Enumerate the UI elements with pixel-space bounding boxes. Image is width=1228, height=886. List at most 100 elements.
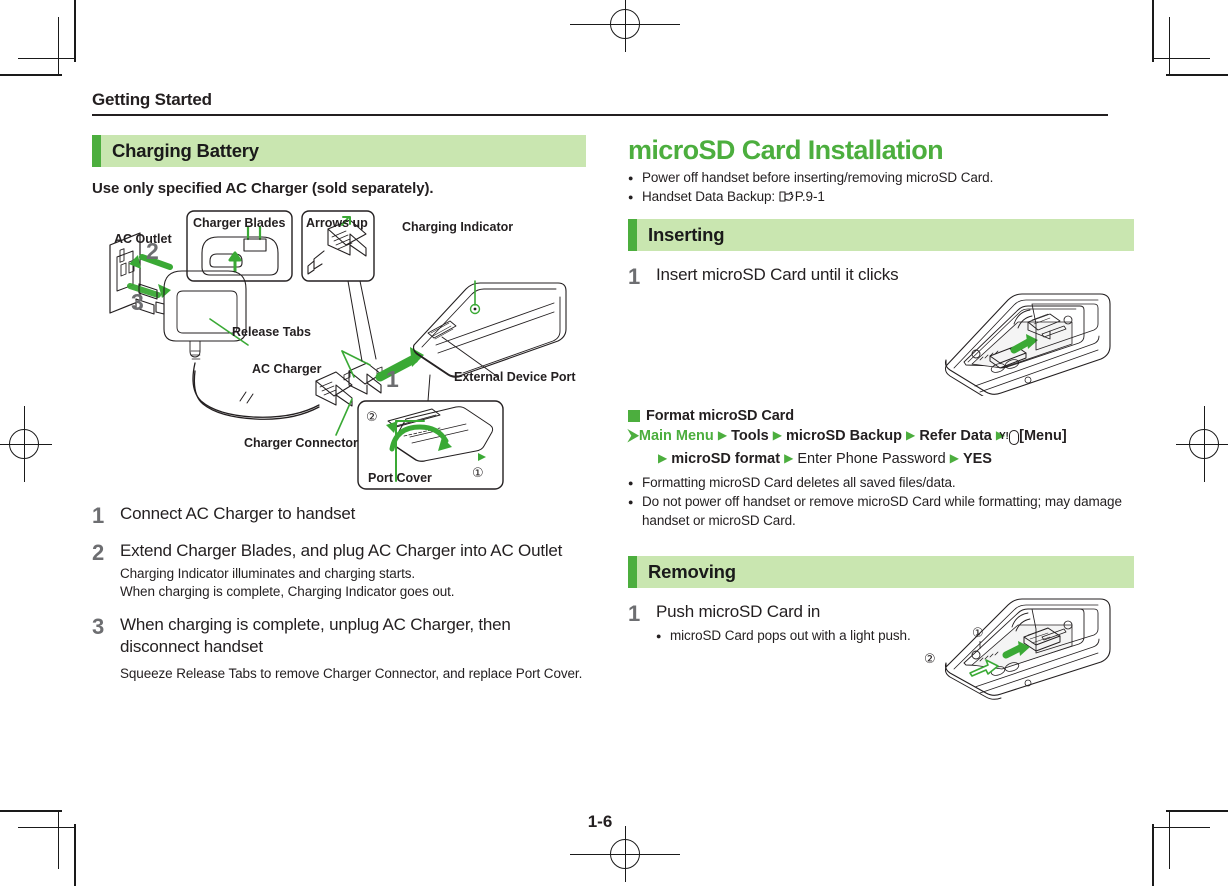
crop-mark-top-left-v [74,0,76,62]
crop-mark-bottom-left-h2 [18,827,76,828]
menu-path-microsd-backup[interactable]: microSD Backup [785,428,903,444]
running-head: Getting Started [92,90,212,109]
step-2-title: Extend Charger Blades, and plug AC Charg… [120,541,563,560]
note-data-backup-text: Handset Data Backup: [642,189,779,204]
menu-path-tools[interactable]: Tools [731,428,769,444]
crop-mark-bottom-left-v [74,824,76,886]
format-note-2: Do not power off handset or remove micro… [628,492,1134,530]
crop-mark-top-right-h2 [1152,58,1210,59]
menu-path-line-2: ▶ microSD format ▶ Enter Phone Password … [628,448,1134,470]
step-3-title: When charging is complete, unplug AC Cha… [120,615,511,656]
diagram-label-ac-outlet: AC Outlet [114,232,172,246]
section-header-inserting: Inserting [628,219,1134,251]
menu-path-arrow-icon: ▶ [784,451,794,465]
section-title-inserting: Inserting [648,224,725,245]
header-rule [92,114,1108,116]
menu-path-menu-key-label: [Menu] [1019,428,1067,444]
section-accent-tick [92,135,101,167]
inserting-illustration-svg [944,293,1111,396]
inserting-step-1-number: 1 [628,264,641,289]
diagram-label-port-cover: Port Cover [368,471,432,485]
crop-mark-bottom-left-v2 [58,811,59,869]
step-3-sub-1: Squeeze Release Tabs to remove Charger C… [120,666,583,681]
diagram-label-external-device-port: External Device Port [454,370,576,384]
diagram-callout-2: 2 [146,238,159,264]
registration-mark-right [1176,406,1228,482]
removing-step-1-title: Push microSD Card in [656,602,821,621]
section-accent-tick-inserting [628,219,637,251]
menu-path-enter-password[interactable]: Enter Phone Password [797,451,946,467]
crop-mark-bottom-right-v2 [1169,811,1170,869]
yahoo-key-icon[interactable]: Y! [999,430,1020,445]
format-microsd-title-row: Format microSD Card [628,408,1134,424]
crop-mark-bottom-left-h [0,810,62,812]
crop-mark-top-right-v2 [1169,17,1170,75]
step-3-number: 3 [92,614,105,639]
section-header-charging-battery: Charging Battery [92,135,586,167]
page-title: microSD Card Installation [628,135,944,165]
format-microsd-block: Format microSD Card ⮞Main Menu ▶ Tools ▶… [628,408,1134,530]
step-2-sub-2: When charging is complete, Charging Indi… [120,584,455,599]
diagram-circled-1: ① [472,466,484,481]
menu-path-yes[interactable]: YES [962,451,992,467]
menu-path-refer-data[interactable]: Refer Data [919,428,992,444]
section-accent-tick-removing [628,556,637,588]
charging-steps: 1 Connect AC Charger to handset 2 Extend… [92,503,586,683]
note-power-off: Power off handset before inserting/remov… [628,168,1134,188]
diagram-label-arrows-up: Arrows up [306,216,368,230]
inserting-step-1-title: Insert microSD Card until it clicks [656,265,899,284]
step-2-sub-1: Charging Indicator illuminates and charg… [120,566,416,581]
removing-step-1: 1 Push microSD Card in microSD Card pops… [628,601,1134,646]
crop-mark-top-left-v2 [58,17,59,75]
step-1-number: 1 [92,503,105,528]
diagram-label-ac-charger: AC Charger [252,362,322,376]
registration-mark-left [0,406,52,482]
diagram-label-release-tabs: Release Tabs [232,325,311,339]
diagram-callout-3: 3 [131,289,144,315]
crop-mark-top-left-h [0,74,62,76]
section-title-charging-battery: Charging Battery [112,140,259,161]
menu-path-main-menu[interactable]: Main Menu [638,428,714,444]
diagram-label-charger-blades: Charger Blades [193,216,285,230]
removing-illustration-svg: ① ② [924,598,1111,700]
section-header-removing: Removing [628,556,1134,588]
removing-circled-2: ② [924,652,936,667]
hand-pointer-icon [779,190,794,203]
removing-circled-1: ① [972,626,984,641]
diagram-circled-2: ② [366,410,378,425]
page-columns: Charging Battery Use only specified AC C… [92,135,1134,705]
crop-mark-top-left-h2 [18,58,76,59]
menu-path-arrow-icon: ▶ [906,428,916,442]
section-title-removing: Removing [648,561,736,582]
charging-diagram: AC Outlet Charger Blades Arrows up Charg… [92,205,586,490]
removing-step-1-number: 1 [628,601,641,626]
step-2: 2 Extend Charger Blades, and plug AC Cha… [92,540,586,601]
right-column: microSD Card Installation Power off hand… [628,135,1134,705]
crop-mark-top-right-h [1166,74,1228,76]
step-1: 1 Connect AC Charger to handset [92,503,586,527]
menu-path-microsd-format[interactable]: microSD format [671,451,781,467]
format-note-1: Formatting microSD Card deletes all save… [628,473,1134,493]
menu-path-prefix-icon: ⮞ [628,427,639,444]
diagram-label-charger-connector: Charger Connector [244,436,358,450]
diagram-callout-1: 1 [386,366,399,392]
crop-mark-top-right-v [1152,0,1154,62]
page-number: 1-6 [587,812,613,831]
charging-lead-text: Use only specified AC Charger (sold sepa… [92,180,434,197]
inserting-step-1: 1 Insert microSD Card until it clicks [628,264,1134,288]
note-data-backup: Handset Data Backup: P.9-1 [628,187,1134,207]
removing-step-1-note: microSD Card pops out with a light push. [656,627,1134,646]
registration-mark-top [570,0,680,52]
step-3: 3 When charging is complete, unplug AC C… [92,614,586,683]
menu-path-arrow-icon: ▶ [717,428,728,442]
menu-path-arrow-icon: ▶ [949,451,959,465]
menu-path-arrow-icon: ▶ [995,428,1006,442]
registration-mark-bottom [570,826,680,882]
step-2-number: 2 [92,540,105,565]
menu-path-arrow-icon: ▶ [658,451,668,465]
diagram-label-charging-indicator: Charging Indicator [402,220,513,234]
inserting-illustration [628,280,1134,396]
menu-path-arrow-icon: ▶ [772,428,782,442]
format-microsd-title: Format microSD Card [646,408,794,424]
manual-page: Getting Started Charging Battery Use onl… [92,90,1134,831]
